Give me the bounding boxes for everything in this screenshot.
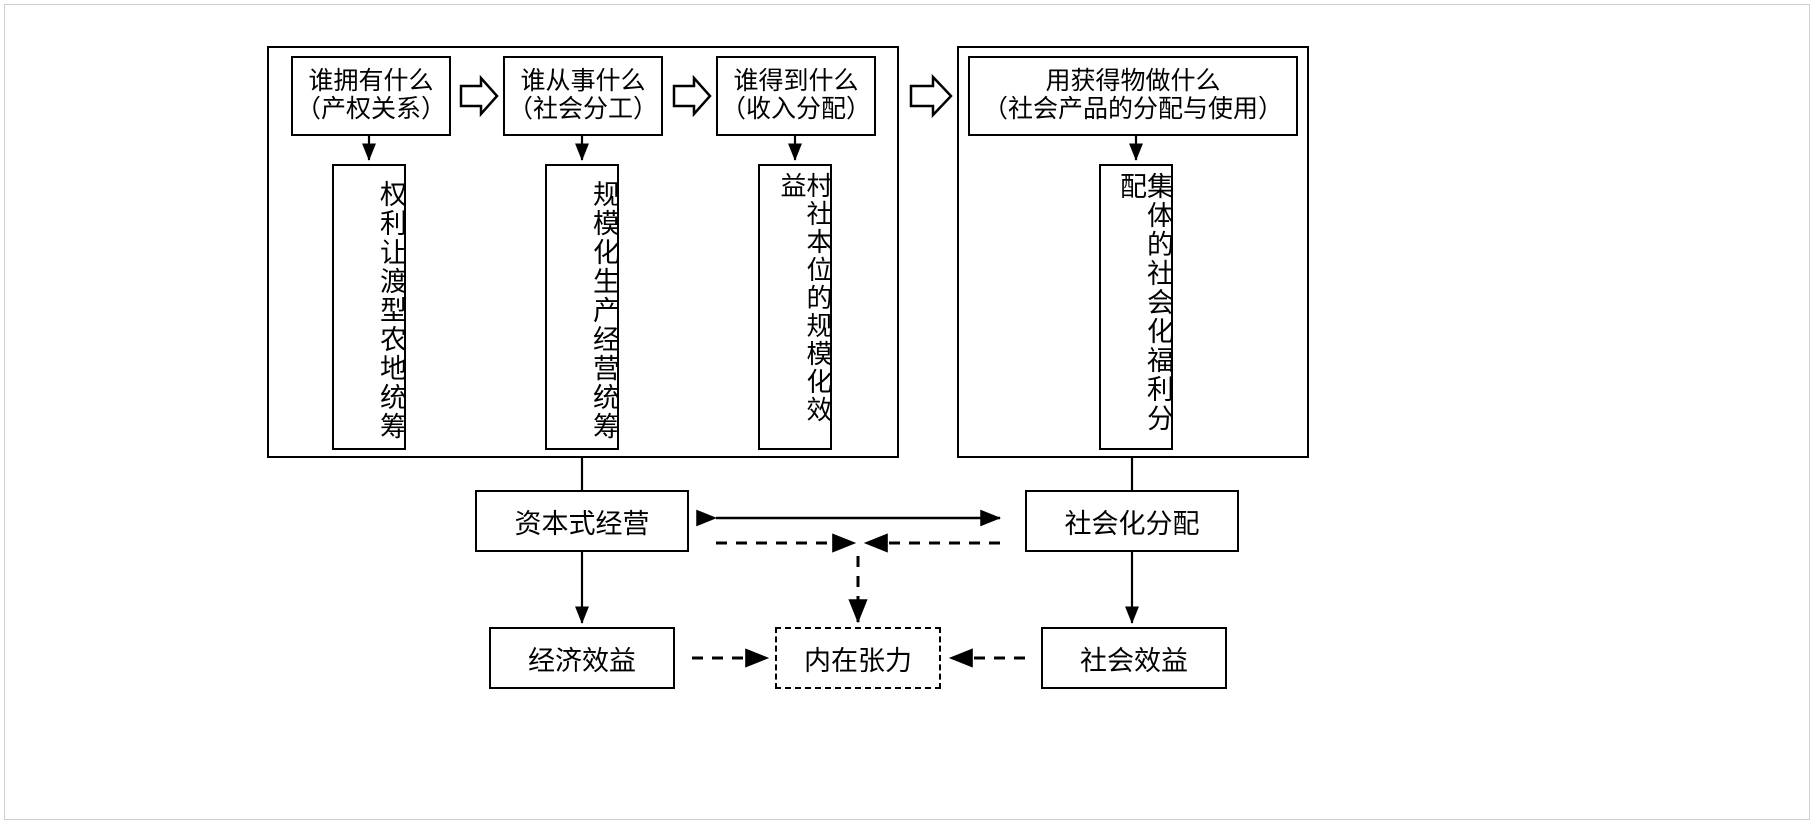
- stage-3-line1: 谁得到什么: [733, 68, 859, 95]
- tension-box[interactable]: 内在张力: [775, 627, 941, 689]
- stage-1-line1: 谁拥有什么: [308, 68, 434, 95]
- stage-4-line1: 用获得物做什么: [1045, 68, 1221, 95]
- stage-1-header[interactable]: 谁拥有什么 （产权关系）: [291, 56, 451, 136]
- stage-1-detail-box[interactable]: 权利让渡型农地统筹: [332, 164, 406, 450]
- figure-outer-border: [4, 4, 1810, 820]
- right-mode-box[interactable]: 社会化分配: [1025, 490, 1239, 552]
- stage-1-detail-text: 权利让渡型农地统筹: [376, 179, 406, 441]
- stage-2-detail-text: 规模化生产经营统筹: [589, 179, 619, 441]
- stage-2-detail-box[interactable]: 规模化生产经营统筹: [545, 164, 619, 450]
- stage-4-detail-box[interactable]: 集体的社会化福利分配: [1099, 164, 1173, 450]
- right-mode-label: 社会化分配: [1064, 508, 1200, 539]
- stage-1-line2: （产权关系）: [295, 96, 446, 123]
- stage-2-line1: 谁从事什么: [520, 68, 646, 95]
- stage-4-line2: （社会产品的分配与使用）: [982, 96, 1283, 123]
- stage-4-detail-text: 集体的社会化福利分配: [1116, 172, 1173, 433]
- left-mode-label: 资本式经营: [514, 508, 650, 539]
- stage-2-line2: （社会分工）: [507, 96, 658, 123]
- stage-2-header[interactable]: 谁从事什么 （社会分工）: [503, 56, 663, 136]
- stage-3-header[interactable]: 谁得到什么 （收入分配）: [716, 56, 876, 136]
- left-outcome-label: 经济效益: [528, 645, 636, 676]
- tension-label: 内在张力: [804, 645, 912, 676]
- stage-3-line2: （收入分配）: [720, 96, 871, 123]
- right-outcome-box[interactable]: 社会效益: [1041, 627, 1227, 689]
- stage-3-detail-text: 村社本位的规模化效益: [777, 172, 832, 424]
- right-outcome-label: 社会效益: [1080, 645, 1188, 676]
- left-outcome-box[interactable]: 经济效益: [489, 627, 675, 689]
- stage-4-header[interactable]: 用获得物做什么 （社会产品的分配与使用）: [968, 56, 1298, 136]
- left-mode-box[interactable]: 资本式经营: [475, 490, 689, 552]
- stage-3-detail-box[interactable]: 村社本位的规模化效益: [758, 164, 832, 450]
